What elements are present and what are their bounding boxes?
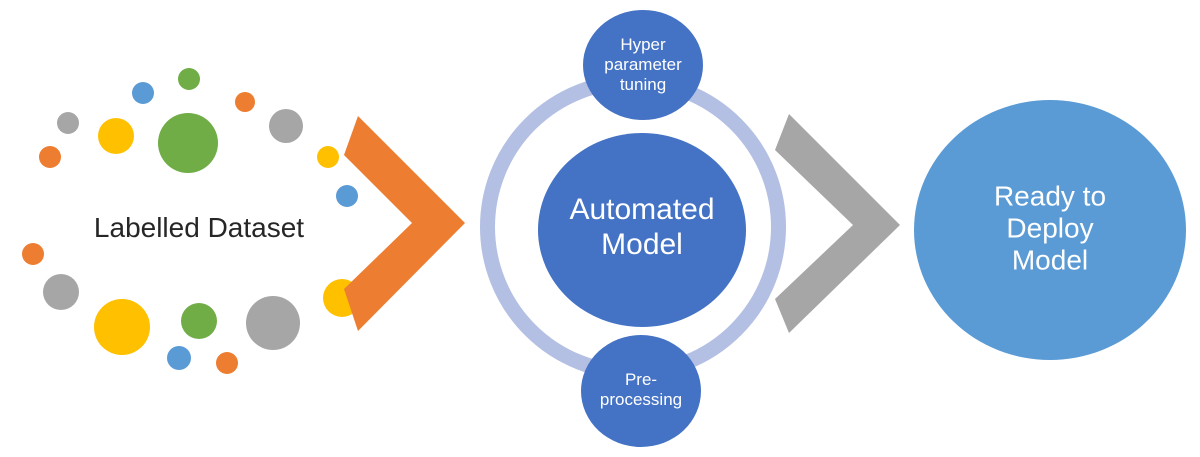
dataset-dot-gray [269,109,303,143]
dataset-dot-orange [39,146,61,168]
dataset-dot-blue_light [132,82,154,104]
dataset-dot-yellow [94,299,150,355]
dataset-dot-orange [22,243,44,265]
dataset-dot-orange [216,352,238,374]
arrow-right-icon-orange [344,116,465,331]
dataset-dot-green [181,303,217,339]
arrow-right-icon-gray [775,114,900,333]
dataset-dot-green [178,68,200,90]
dataset-dot-gray [57,112,79,134]
ready-to-deploy-label: Ready to Deploy Model [993,180,1107,277]
hyper-parameter-circle [583,10,703,120]
automated-model-ellipse [538,133,746,327]
dataset-dot-orange [235,92,255,112]
dataset-dot-blue_light [336,185,358,207]
dataset-dot-gray [246,296,300,350]
dataset-dot-green [158,113,218,173]
ready-to-deploy-circle [914,100,1186,360]
dataset-dots-group [22,68,361,374]
hyper-parameter-tuning-label: Hyper parameter tuning [604,34,682,95]
dataset-dot-blue_light [167,346,191,370]
automated-model-label: Automated Model [569,193,715,261]
labelled-dataset-label: Labelled Dataset [93,211,305,243]
dataset-dot-yellow [317,146,339,168]
dataset-dot-gray [43,274,79,310]
preprocessing-circle [581,335,701,447]
pre-processing-label: Pre- processing [599,369,683,409]
dataset-dot-yellow [98,118,134,154]
